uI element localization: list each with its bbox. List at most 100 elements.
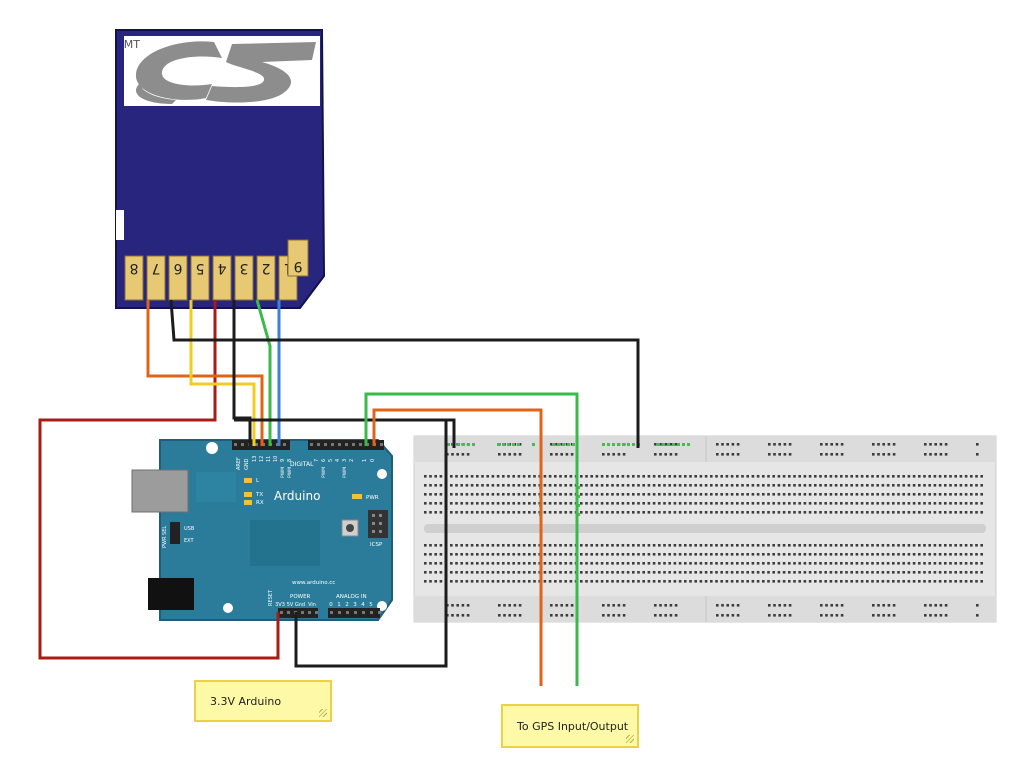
breadboard-hole bbox=[907, 484, 911, 487]
breadboard-hole bbox=[798, 484, 801, 487]
resize-grip-icon[interactable] bbox=[319, 709, 327, 717]
breadboard-hole bbox=[798, 580, 801, 583]
breadboard-hole bbox=[975, 484, 978, 487]
breadboard-hole bbox=[778, 453, 781, 456]
icsp-pin bbox=[372, 530, 375, 533]
breadboard-hole bbox=[835, 443, 839, 446]
breadboard-hole bbox=[517, 475, 521, 478]
wire-green-sd2[interactable] bbox=[255, 299, 272, 446]
breadboard-hole bbox=[746, 553, 749, 556]
breadboard-hole bbox=[429, 571, 432, 574]
wire-black-rail[interactable] bbox=[446, 418, 456, 448]
breadboard-hole bbox=[502, 544, 505, 547]
breadboard-hole bbox=[976, 604, 979, 607]
breadboard-hole bbox=[715, 502, 718, 505]
breadboard-hole bbox=[731, 443, 735, 446]
breadboard-hole bbox=[907, 580, 911, 583]
wire-red-power[interactable] bbox=[38, 300, 280, 660]
header-pin bbox=[330, 611, 333, 614]
breadboard-hole bbox=[886, 484, 890, 487]
breadboard-hole bbox=[637, 544, 640, 547]
breadboard-hole bbox=[513, 453, 517, 456]
rx-label: RX bbox=[256, 500, 264, 506]
breadboard-hole bbox=[954, 502, 957, 505]
breadboard-hole bbox=[897, 562, 900, 565]
wire-black-sd6[interactable] bbox=[169, 299, 640, 448]
breadboard-hole bbox=[938, 553, 942, 556]
breadboard-hole bbox=[736, 544, 739, 547]
breadboard-hole bbox=[486, 493, 489, 496]
breadboard-hole bbox=[944, 484, 947, 487]
breadboard-hole bbox=[424, 502, 427, 505]
breadboard-hole bbox=[550, 614, 553, 617]
wire-green-gps[interactable] bbox=[364, 392, 579, 686]
breadboard-hole bbox=[465, 511, 469, 514]
breadboard-hole bbox=[876, 562, 879, 565]
breadboard-hole bbox=[491, 571, 495, 574]
breadboard-hole bbox=[461, 453, 465, 456]
breadboard-hole bbox=[658, 571, 661, 574]
breadboard-hole bbox=[663, 484, 666, 487]
breadboard-hole bbox=[491, 553, 495, 556]
breadboard-hole bbox=[934, 443, 937, 446]
note-gps-io[interactable]: To GPS Input/Output bbox=[501, 704, 639, 748]
wire-yellow-sd5[interactable] bbox=[189, 300, 256, 446]
breadboard-hole bbox=[554, 484, 557, 487]
breadboard-hole bbox=[866, 571, 869, 574]
breadboard-hole bbox=[866, 484, 869, 487]
breadboard-hole bbox=[741, 544, 744, 547]
breadboard-hole bbox=[560, 443, 563, 446]
breadboard-hole bbox=[626, 553, 630, 556]
breadboard-hole bbox=[819, 544, 822, 547]
breadboard-hole bbox=[439, 475, 443, 478]
breadboard-hole bbox=[762, 493, 765, 496]
pwr-sel-label: PWR SEL bbox=[162, 526, 168, 548]
breadboard-hole bbox=[622, 453, 626, 456]
wire-black-sd3[interactable] bbox=[232, 300, 252, 446]
breadboard-hole bbox=[772, 484, 775, 487]
breadboard-hole bbox=[834, 493, 838, 496]
breadboard-hole bbox=[808, 502, 812, 505]
breadboard-hole bbox=[730, 493, 734, 496]
note-3v3-arduino[interactable]: 3.3V Arduino bbox=[194, 680, 332, 722]
breadboard-hole bbox=[533, 544, 536, 547]
arduino-board: Arduino DIGITAL www.arduino.cc POWER ANA… bbox=[131, 439, 393, 621]
breadboard-hole bbox=[496, 580, 500, 583]
breadboard-hole bbox=[928, 544, 931, 547]
breadboard-hole bbox=[944, 511, 947, 514]
breadboard-hole bbox=[834, 544, 838, 547]
breadboard-hole-active bbox=[687, 443, 690, 446]
wire-orange-gps[interactable] bbox=[372, 408, 543, 686]
header-pin bbox=[338, 611, 341, 614]
breadboard-hole bbox=[632, 493, 635, 496]
breadboard-hole bbox=[621, 484, 625, 487]
breadboard-hole bbox=[767, 511, 770, 514]
breadboard-hole bbox=[590, 571, 593, 574]
breadboard-hole bbox=[834, 562, 838, 565]
digital-pin-label: 2 bbox=[349, 459, 355, 462]
breadboard-hole bbox=[840, 580, 843, 583]
breadboard-hole bbox=[466, 604, 470, 607]
breadboard-hole bbox=[626, 502, 630, 505]
breadboard-hole bbox=[721, 453, 724, 456]
breadboard-hole bbox=[964, 553, 968, 556]
breadboard-hole bbox=[840, 453, 844, 456]
breadboard-hole bbox=[918, 484, 921, 487]
breadboard-hole bbox=[788, 544, 791, 547]
breadboard-hole bbox=[725, 580, 729, 583]
breadboard-hole bbox=[429, 544, 432, 547]
icsp-pins bbox=[372, 514, 382, 533]
breadboard-hole bbox=[470, 475, 474, 478]
breadboard-hole-active bbox=[607, 443, 610, 446]
breadboard-hole bbox=[767, 562, 770, 565]
breadboard-hole bbox=[777, 544, 781, 547]
breadboard-hole bbox=[565, 443, 569, 446]
breadboard-hole bbox=[933, 553, 937, 556]
breadboard-hole bbox=[621, 553, 625, 556]
breadboard-hole bbox=[612, 453, 615, 456]
breadboard-hole bbox=[923, 493, 926, 496]
breadboard-hole bbox=[939, 614, 943, 617]
breadboard-hole bbox=[825, 614, 828, 617]
resize-grip-icon[interactable] bbox=[626, 735, 634, 743]
wire-orange-sd7[interactable] bbox=[146, 300, 264, 446]
